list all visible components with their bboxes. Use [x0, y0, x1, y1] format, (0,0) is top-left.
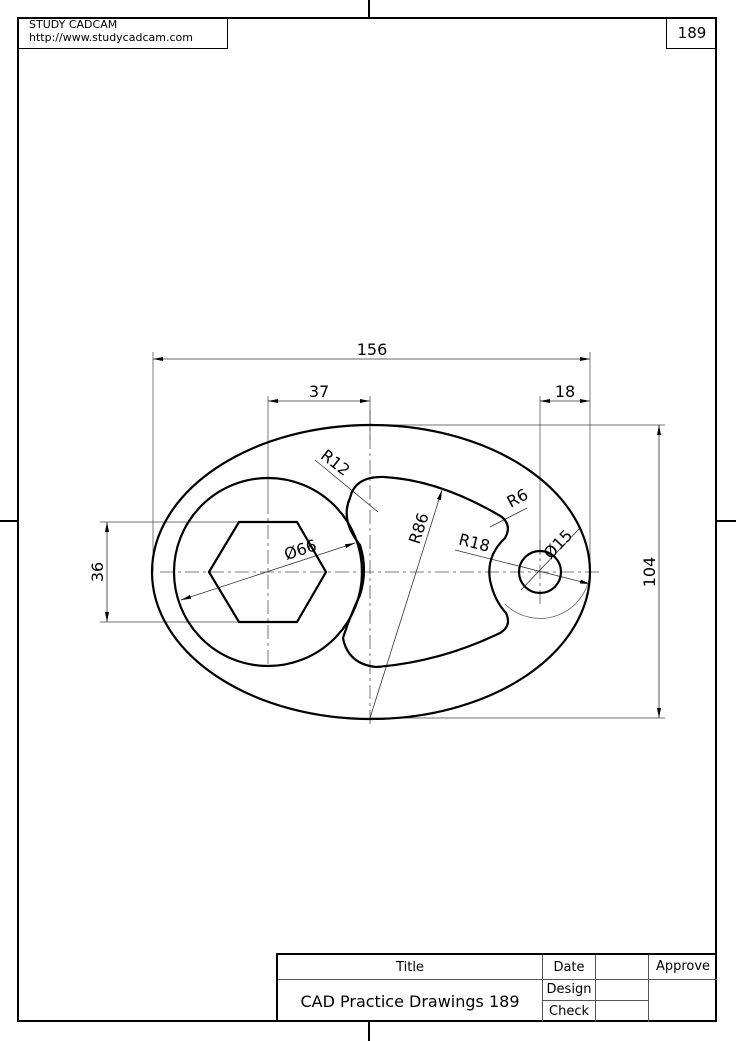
hole-15 — [517, 549, 563, 595]
date-value — [596, 955, 649, 980]
dim-dia-15: Ø15 — [540, 526, 577, 563]
dim-36: 36 — [88, 562, 107, 582]
check-label: Check — [543, 1001, 596, 1022]
dim-dia-66: Ø66 — [282, 536, 319, 564]
leader-lines — [314, 459, 591, 719]
inner-slot — [341, 475, 510, 669]
outer-ellipse — [150, 423, 592, 721]
check-value — [596, 1001, 649, 1022]
dim-104: 104 — [640, 557, 659, 588]
drawing-border — [17, 17, 717, 1022]
dimension-lines — [105, 357, 661, 718]
center-mark-top — [368, 0, 370, 17]
title-block: Title CAD Practice Drawings 189 Date Des… — [276, 953, 717, 1022]
center-mark-bottom — [368, 1022, 370, 1041]
part-outline — [150, 423, 592, 721]
dim-r6: R6 — [504, 485, 532, 512]
company-url: http://www.studycadcam.com — [29, 31, 193, 44]
hexagon — [207, 520, 328, 624]
design-label: Design — [543, 980, 596, 1001]
header-block: STUDY CADCAM http://www.studycadcam.com — [17, 17, 228, 49]
circle-66 — [172, 476, 364, 668]
page-number: 189 — [666, 17, 717, 49]
extension-lines — [100, 352, 665, 719]
dim-156: 156 — [357, 340, 388, 359]
approve-label: Approve — [649, 955, 717, 980]
center-mark-left — [0, 520, 17, 522]
dim-37: 37 — [309, 382, 329, 401]
dim-r86: R86 — [405, 510, 433, 546]
date-label: Date — [543, 955, 596, 980]
center-lines — [160, 410, 600, 725]
dim-r12: R12 — [317, 445, 354, 479]
title-value: CAD Practice Drawings 189 — [278, 980, 543, 1022]
center-mark-right — [717, 520, 736, 522]
company-name: STUDY CADCAM — [29, 18, 118, 31]
dim-18: 18 — [555, 382, 575, 401]
design-value — [596, 980, 649, 1001]
title-label: Title — [278, 955, 543, 980]
